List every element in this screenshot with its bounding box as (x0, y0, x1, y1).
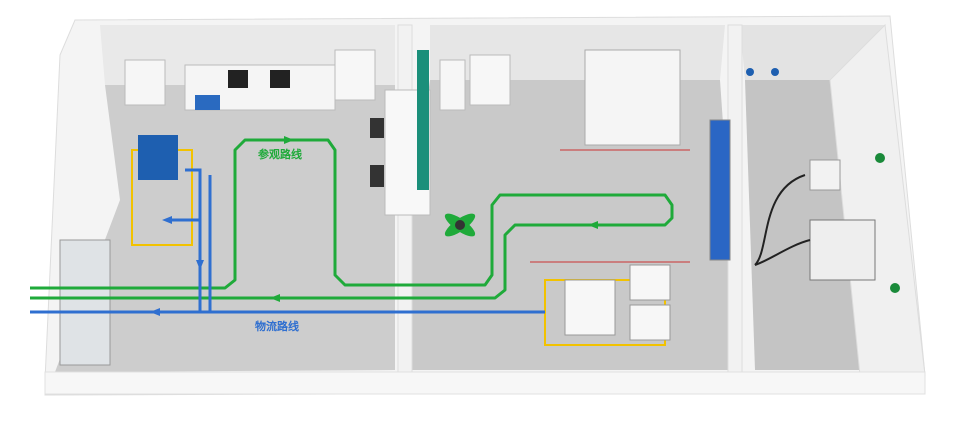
chair-2 (370, 165, 384, 187)
wall-cabinet (439, 59, 466, 111)
info-screen[interactable] (709, 119, 731, 261)
test-machine-1 (564, 279, 616, 336)
glass-door[interactable] (59, 239, 111, 366)
green-indicator (875, 153, 885, 163)
logistics-arrow (196, 260, 204, 270)
instrument-black-2 (270, 70, 290, 88)
front-wall (44, 371, 926, 395)
fan-icon (444, 213, 476, 237)
test-machine-2 (629, 264, 671, 301)
teal-panel (417, 50, 429, 190)
chair-1 (370, 118, 384, 138)
rack-unit (809, 219, 876, 281)
blue-indicator (771, 68, 779, 76)
test-machine-3 (629, 304, 671, 341)
logistics-arrow (162, 216, 172, 224)
blue-machine (138, 135, 178, 180)
cable (754, 239, 811, 266)
blue-indicator (746, 68, 754, 76)
logistics-arrow (150, 308, 160, 316)
wall-unit (809, 159, 841, 191)
visit-route-label: 参观路线 (258, 147, 302, 161)
cabinet-middle (469, 54, 511, 106)
cable (754, 174, 806, 266)
right-room-floor (745, 80, 860, 370)
cabinet (124, 59, 166, 106)
visit-route (30, 138, 674, 300)
shelf-cabinet (334, 49, 376, 101)
visit-arrow (588, 221, 598, 229)
back-wall-right (740, 25, 885, 80)
visit-route-line (30, 138, 674, 300)
green-indicator (890, 283, 900, 293)
visit-arrow (284, 136, 294, 144)
instrument-blue (195, 95, 220, 110)
large-chamber (584, 49, 681, 146)
visit-arrow (270, 294, 280, 302)
instrument-black-1 (228, 70, 248, 88)
logistics-route-label: 物流路线 (255, 319, 299, 333)
